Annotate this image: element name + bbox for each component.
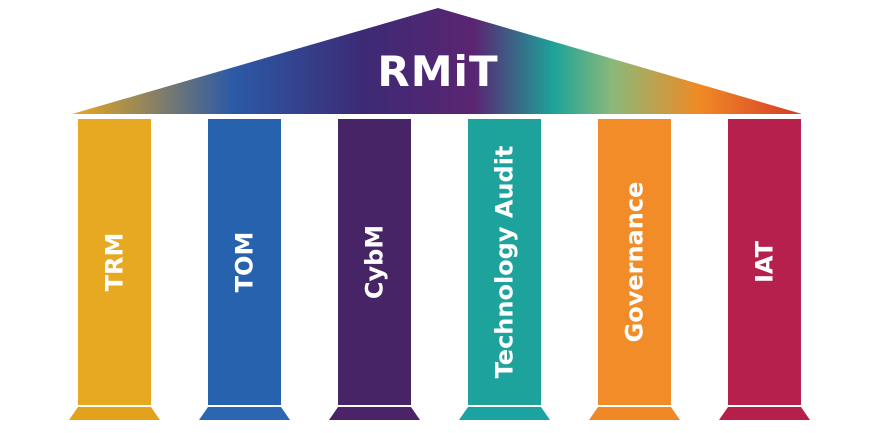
pillar-2: TOM bbox=[199, 119, 290, 420]
roof: RMiT bbox=[72, 8, 802, 114]
pillar-base bbox=[719, 407, 810, 420]
pillar-4: Technology Audit bbox=[459, 119, 550, 420]
pillar-label: CybM bbox=[361, 225, 389, 299]
pillar-base bbox=[199, 407, 290, 420]
pillar-column bbox=[598, 119, 671, 405]
pillar-column bbox=[338, 119, 411, 405]
pillar-column bbox=[728, 119, 801, 405]
pillar-base bbox=[69, 407, 160, 420]
pillar-base bbox=[329, 407, 420, 420]
pillar-label: Governance bbox=[621, 182, 649, 343]
pillar-label: TRM bbox=[101, 233, 129, 292]
pillar-1: TRM bbox=[69, 119, 160, 420]
pillar-3: CybM bbox=[329, 119, 420, 420]
pillar-column bbox=[78, 119, 151, 405]
pillar-5: Governance bbox=[589, 119, 680, 420]
pillar-base bbox=[589, 407, 680, 420]
pillar-6: IAT bbox=[719, 119, 810, 420]
pillar-base bbox=[459, 407, 550, 420]
pillar-column bbox=[208, 119, 281, 405]
pillar-label: IAT bbox=[751, 240, 779, 283]
roof-title: RMiT bbox=[377, 47, 498, 96]
pillars: TRM TOM CybM Technology Audit Governance IAT bbox=[69, 119, 810, 420]
roof-shape bbox=[72, 8, 802, 114]
pillar-label: TOM bbox=[231, 232, 259, 293]
pillar-label: Technology Audit bbox=[491, 146, 519, 379]
pillar-column bbox=[468, 119, 541, 405]
